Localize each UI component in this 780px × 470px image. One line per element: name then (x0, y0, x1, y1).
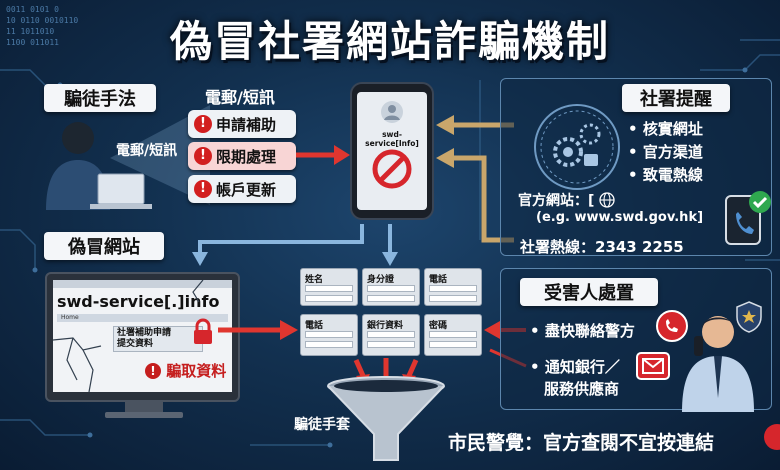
swd-hotline: 社署熱線：2343 2255 (520, 238, 684, 256)
person-icon (46, 122, 110, 210)
reminder-item: • 致電熱線 (628, 166, 703, 184)
browser-bar (53, 280, 232, 288)
phone-screen: swd-service[Info] (357, 92, 427, 210)
prohibited-icon (372, 149, 412, 189)
alert-icon: ! (194, 180, 212, 198)
nav-home: Home (61, 314, 79, 321)
arrow-to-forms (218, 320, 298, 340)
bottom-warning: 市民警覺：官方查閱不宜按連結 (448, 432, 715, 454)
sms-label-top: 電郵/短訊 (205, 88, 275, 107)
page-title: 偽冒社署網站詐騙機制 (169, 17, 610, 66)
fake-form: 社署補助申請 提交資料 (113, 326, 203, 352)
monitor-stand (125, 402, 163, 412)
steal-data-warning: ! 騙取資料 (145, 360, 226, 381)
phone-check-icon (725, 191, 771, 245)
lock-icon (194, 318, 212, 344)
form-card: 姓名 (300, 268, 358, 306)
fraud-methods-heading: 騙徒手法 (44, 84, 156, 112)
nav-bar (57, 314, 228, 322)
mail-icon (636, 352, 670, 380)
fake-url: swd-service[.]info (57, 292, 220, 311)
beam (110, 105, 210, 205)
alert-icon: ! (194, 115, 212, 133)
arrow-to-phone (296, 145, 350, 165)
funnel-label: 騙徒手套 (294, 417, 350, 433)
swd-reminder-heading: 社署提醒 (622, 84, 730, 112)
reminder-item: • 官方渠道 (628, 143, 703, 161)
form-card: 銀行資料 (362, 314, 420, 356)
website-example: (e.g. www.swd.gov.hk] (536, 210, 704, 225)
police-badge-icon (736, 301, 762, 333)
monitor: swd-service[.]info Home 社署補助申請 提交資料 ! 騙取… (45, 272, 240, 418)
gears-icon (534, 104, 620, 190)
phone-sender: swd-service[Info] (365, 130, 419, 148)
monitor-base (105, 412, 183, 418)
phone: swd-service[Info] (350, 82, 434, 220)
fake-site-heading: 偽冒網站 (44, 232, 164, 260)
reminder-item: • 核實網址 (628, 120, 703, 138)
form-card: 電話 (300, 314, 358, 356)
message-item: ! 限期處理 (188, 142, 296, 170)
phone-icon (656, 310, 688, 342)
form-card: 密碼 (424, 314, 482, 356)
form-card: 身分證 (362, 268, 420, 306)
binary-decoration: 0011 0101 0 10 0110 0010110 11 1011010 1… (6, 5, 79, 47)
message-item: ! 帳戶更新 (188, 175, 296, 203)
laptop-icon (90, 173, 152, 209)
screen-cracks (53, 280, 204, 392)
funnel-icon (327, 358, 445, 461)
message-item: ! 申請補助 (188, 110, 296, 138)
warning-icon (764, 424, 780, 450)
victim-response-heading: 受害人處置 (520, 278, 658, 306)
phone-down-arrows (192, 224, 398, 266)
sms-label-left: 電郵/短訊 (116, 143, 178, 159)
globe-icon (599, 192, 615, 208)
form-card: 電話 (424, 268, 482, 306)
response-item: • 盡快聯絡警方 (530, 322, 635, 340)
scammer-illustration (46, 122, 152, 210)
alert-icon: ! (145, 363, 161, 379)
response-item: • 通知銀行／ (530, 358, 620, 376)
alert-icon: ! (194, 147, 212, 165)
official-website-label: 官方網站：[ (518, 190, 615, 210)
response-item: 服務供應商 (544, 380, 620, 398)
victim-person-icon (682, 316, 754, 412)
contact-icon (381, 101, 403, 123)
